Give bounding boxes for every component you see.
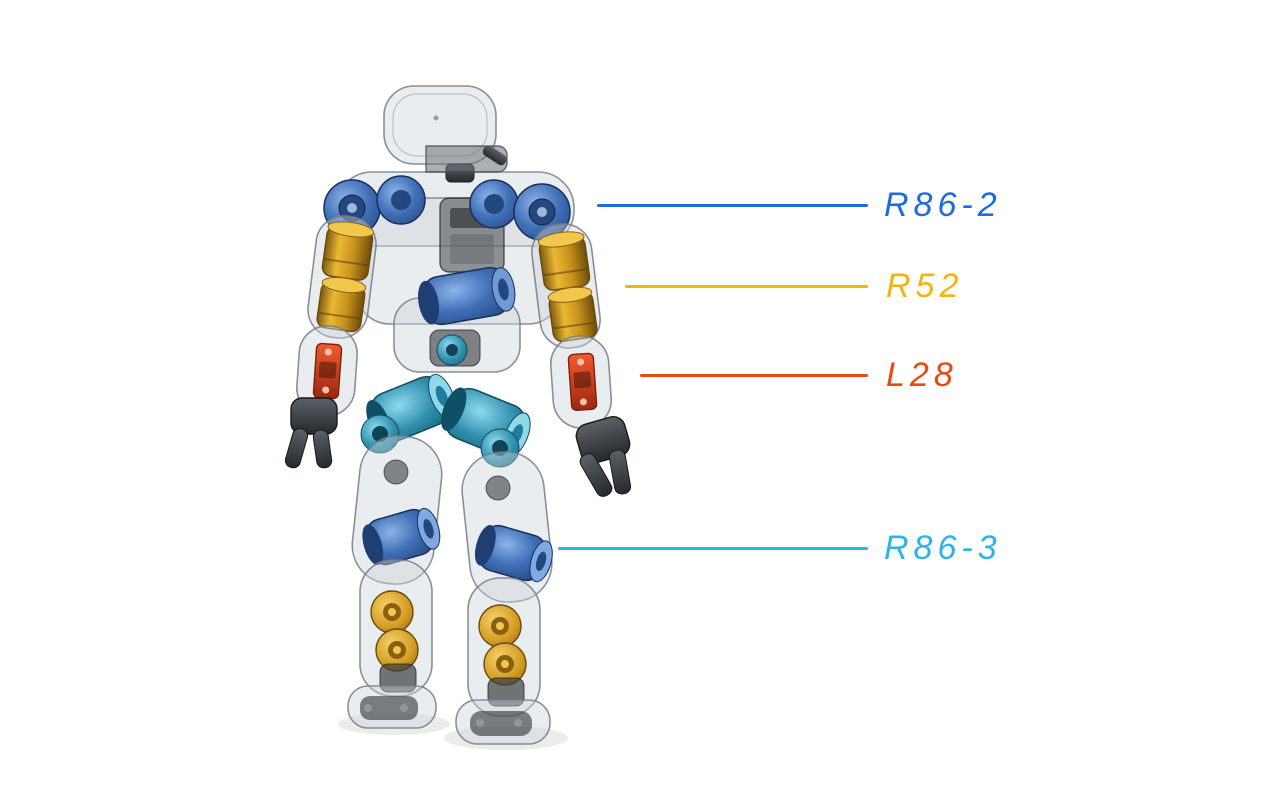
waist-actuators — [418, 266, 516, 367]
robot-head — [383, 85, 508, 183]
right-knee-actuator — [474, 524, 553, 583]
annotation-label-r86-3: R86-3 — [884, 529, 1002, 567]
robot-left-arm — [284, 215, 377, 469]
annotation-leader-r52 — [625, 285, 868, 288]
hip-actuators — [360, 373, 531, 468]
annotation-label-r86-2: R86-2 — [884, 186, 1002, 224]
robot-left-leg — [347, 435, 443, 729]
annotation-leader-r86-3 — [558, 547, 868, 550]
annotation-leader-l28 — [640, 374, 868, 377]
robot-right-arm — [531, 223, 632, 497]
right-gripper — [575, 416, 632, 497]
annotation-leader-r86-2 — [597, 204, 868, 207]
left-gripper — [284, 397, 338, 469]
shoulder-actuators — [323, 175, 571, 241]
left-knee-actuator — [362, 507, 441, 566]
annotation-label-r52: R52 — [886, 267, 964, 305]
annotation-label-l28: L28 — [886, 356, 958, 394]
robot-right-leg — [455, 451, 553, 745]
